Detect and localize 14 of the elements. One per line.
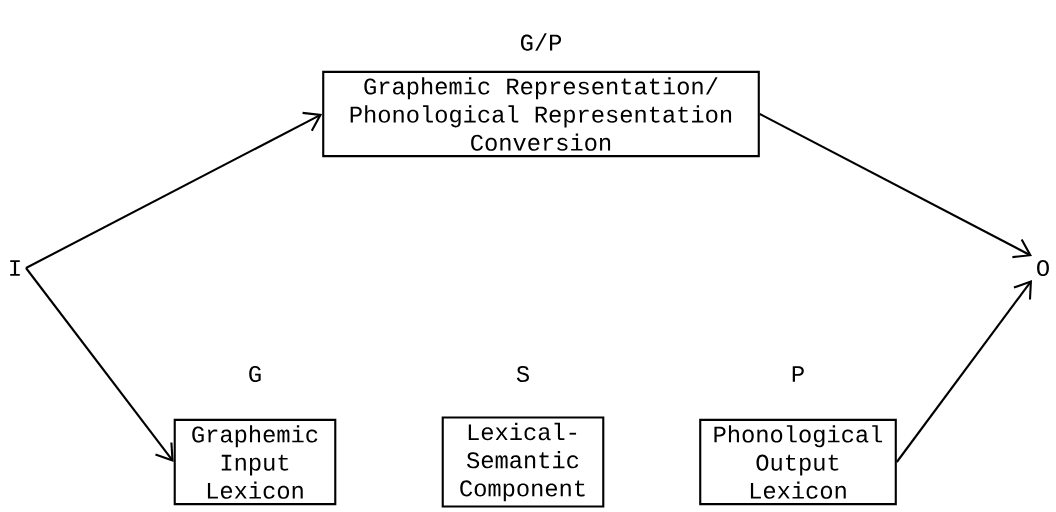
arrow [759, 113, 1033, 259]
box-heading: S [516, 365, 529, 383]
process-box: Graphemic Representation/ Phonological Representation Conversion [322, 70, 760, 158]
process-box: Lexical- Semantic Component [441, 416, 605, 508]
arrow [25, 111, 323, 269]
box-heading: P [792, 366, 804, 382]
arrow [25, 267, 174, 462]
box-heading: G/P [520, 33, 562, 51]
node-label: I [10, 260, 20, 276]
process-box: Graphemic Input Lexicon [173, 418, 337, 506]
process-box: Phonological Output Lexicon [699, 418, 897, 506]
node-label: O [1037, 259, 1049, 277]
box-heading: G [249, 365, 261, 383]
arrow [896, 279, 1033, 463]
